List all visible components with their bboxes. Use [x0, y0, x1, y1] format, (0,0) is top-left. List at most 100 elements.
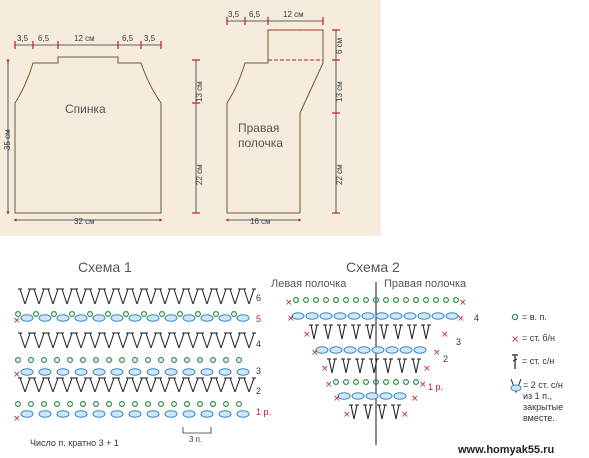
chain-stitch-icon — [79, 401, 86, 408]
double-crochet-icon — [60, 377, 68, 393]
chain-stitch-icon — [403, 379, 410, 386]
double-crochet-icon — [178, 288, 186, 305]
single-crochet-icon: × — [433, 348, 441, 358]
double-crochet-icon — [74, 332, 82, 349]
double-crochet-icon — [421, 324, 427, 340]
double-crochet-icon — [355, 358, 361, 374]
double-crochet-icon — [341, 324, 347, 340]
double-crochet-icon — [369, 324, 375, 340]
double-crochet-icon — [407, 324, 413, 340]
double-crochet-icon — [80, 377, 88, 393]
cluster-stitch-icon — [128, 314, 142, 322]
single-crochet-icon: × — [321, 364, 329, 374]
chain-stitch-icon — [132, 401, 139, 408]
single-crochet-icon: × — [459, 298, 467, 308]
single-crochet-icon: × — [13, 370, 21, 380]
double-crochet-icon — [214, 377, 222, 393]
cluster-stitch-icon — [329, 346, 343, 354]
cluster-stitch-icon — [343, 346, 357, 354]
legend-cluster-4: вместе. — [523, 413, 555, 423]
front-dim-1: 3,5 — [228, 10, 240, 19]
double-crochet-icon — [38, 288, 46, 305]
side-upper-left: 13 см — [195, 81, 204, 102]
double-crochet-icon — [46, 332, 54, 349]
chain-stitch-icon — [343, 297, 350, 304]
cluster-stitch-icon — [371, 346, 385, 354]
single-crochet-icon: × — [419, 380, 427, 390]
double-crochet-icon — [164, 288, 172, 305]
chain-stitch-icon — [197, 401, 204, 408]
cluster-stitch-icon — [74, 314, 88, 322]
cluster-stitch-icon — [417, 312, 431, 320]
single-crochet-icon: × — [285, 298, 293, 308]
chain-stitch-icon — [353, 297, 360, 304]
front-side-lower: 22 см — [335, 164, 344, 185]
double-crochet-icon — [172, 288, 180, 305]
chain-stitch-icon — [393, 297, 400, 304]
cluster-stitch-icon — [38, 314, 52, 322]
double-crochet-icon — [206, 288, 214, 305]
chain-stitch-icon — [393, 379, 400, 386]
double-crochet-icon — [192, 288, 200, 305]
double-crochet-icon — [415, 358, 421, 374]
cluster-stitch-icon — [510, 378, 522, 394]
double-crochet-icon — [351, 324, 357, 340]
chain-stitch-icon — [86, 311, 93, 318]
cluster-stitch-icon — [56, 368, 70, 376]
chain-stitch-icon — [293, 297, 300, 304]
chain-stitch-icon — [28, 357, 35, 364]
chain-stitch-icon — [343, 379, 350, 386]
cluster-stitch-icon — [56, 314, 70, 322]
chain-stitch-icon — [50, 311, 57, 318]
double-crochet-icon — [24, 377, 32, 393]
double-crochet-icon — [74, 288, 82, 305]
cluster-stitch-icon — [218, 314, 232, 322]
schema1-row-4: 4 — [256, 339, 261, 349]
double-crochet-icon — [192, 377, 200, 393]
chain-stitch-icon — [184, 357, 191, 364]
double-crochet-icon — [130, 332, 138, 349]
cluster-stitch-icon — [146, 410, 160, 418]
double-crochet-icon — [74, 377, 82, 393]
chain-stitch-icon — [210, 357, 217, 364]
cluster-stitch-icon — [164, 410, 178, 418]
double-crochet-icon — [108, 288, 116, 305]
double-crochet-icon — [228, 332, 236, 349]
chain-stitch-icon — [323, 297, 330, 304]
chain-stitch-icon — [231, 311, 238, 318]
chain-stitch-icon — [158, 401, 165, 408]
cluster-stitch-icon — [315, 346, 329, 354]
cluster-stitch-icon — [110, 368, 124, 376]
schema1-stitch-grid: ××× — [13, 288, 256, 424]
chain-stitch-icon — [433, 297, 440, 304]
double-crochet-icon — [373, 358, 379, 374]
double-crochet-icon — [144, 288, 152, 305]
chain-stitch-icon — [333, 379, 340, 386]
single-crochet-icon: × — [287, 314, 295, 324]
double-crochet-icon — [18, 377, 26, 393]
double-crochet-icon — [178, 332, 186, 349]
double-crochet-icon — [66, 377, 74, 393]
double-crochet-icon — [88, 332, 96, 349]
double-crochet-icon — [337, 324, 343, 340]
cluster-stitch-icon — [445, 312, 459, 320]
front-label-1: Правая — [238, 121, 279, 135]
legend-dc: = ст. с/н — [522, 356, 554, 366]
chain-stitch-icon — [171, 357, 178, 364]
chain-stitch-icon — [195, 311, 202, 318]
double-crochet-icon — [327, 324, 333, 340]
chain-stitch-icon — [132, 357, 139, 364]
chain-stitch-icon — [413, 379, 420, 386]
double-crochet-icon — [425, 324, 431, 340]
double-crochet-icon — [130, 288, 138, 305]
single-crochet-icon: × — [13, 414, 21, 424]
double-crochet-icon — [186, 332, 194, 349]
chain-stitch-icon — [104, 311, 111, 318]
chain-stitch-icon — [413, 297, 420, 304]
front-dim-2: 6,5 — [249, 10, 261, 19]
double-crochet-icon — [88, 288, 96, 305]
double-crochet-icon — [46, 377, 54, 393]
double-crochet-icon — [136, 288, 144, 305]
front-width: 16 см — [250, 217, 271, 226]
